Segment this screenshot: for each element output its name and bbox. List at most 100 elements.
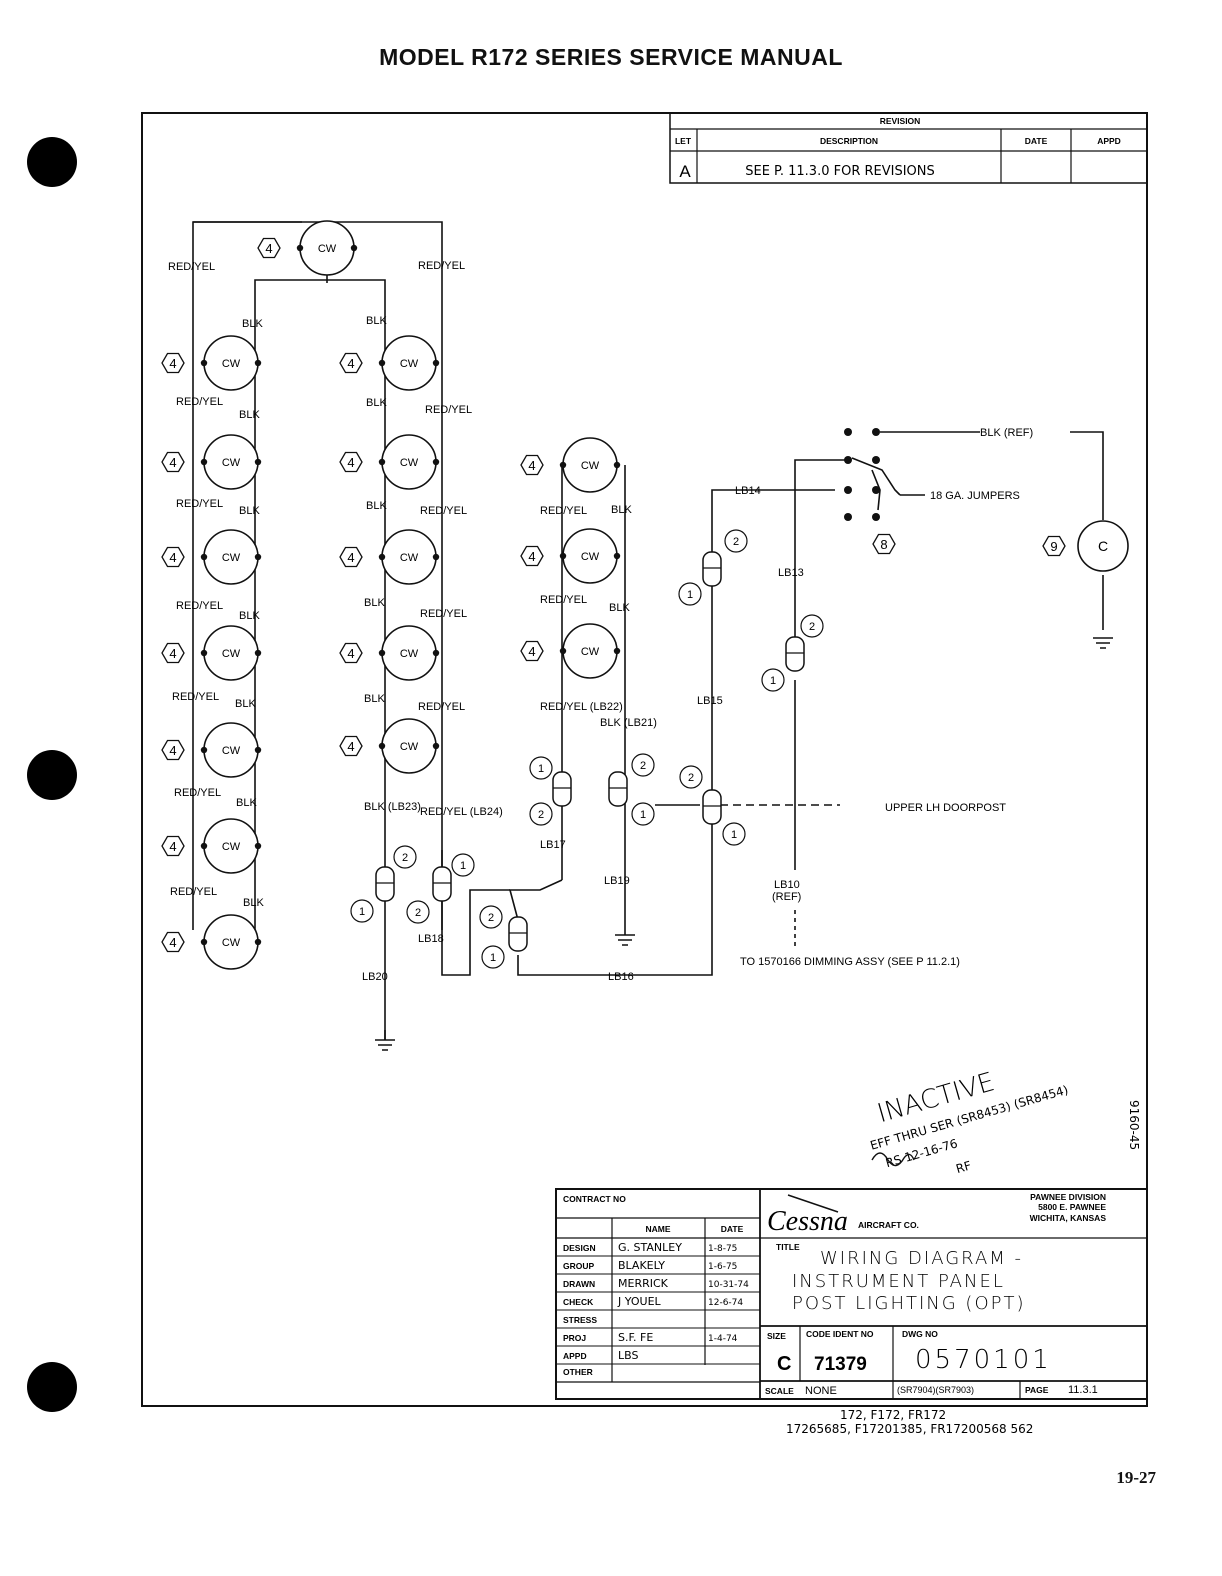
tb-scale: NONE — [805, 1385, 837, 1397]
motor-symbol: C — [1098, 538, 1108, 554]
callout-number: 1 — [731, 829, 737, 841]
splice-connector — [375, 866, 395, 902]
tb-role: DESIGN — [563, 1243, 596, 1253]
callout-number: 2 — [809, 621, 815, 633]
callout-circle — [529, 756, 553, 780]
label-redyel-top-right: RED/YEL — [418, 260, 465, 272]
lamp-terminal — [432, 649, 440, 657]
stamp-initials: RF — [954, 1158, 973, 1176]
tb-date: 1-8-75 — [708, 1244, 737, 1254]
tb-name: MERRICK — [618, 1277, 669, 1290]
callout-2: 2 — [800, 614, 824, 638]
label-redyel: RED/YEL — [170, 886, 217, 898]
lamp-symbol: CW — [222, 552, 241, 564]
tb-name: S.F. FE — [618, 1331, 653, 1344]
lamp-terminal — [378, 359, 386, 367]
splice-body — [508, 916, 528, 952]
splice-connector — [608, 771, 628, 807]
inactive-stamp: INACTIVE EFF THRU SER (SR8453) (SR8454) … — [869, 1067, 1070, 1176]
effectivity-serials: 17265685, F17201385, FR17200568 562 — [786, 1422, 1033, 1436]
tb-title-line2: INSTRUMENT PANEL — [792, 1271, 1005, 1292]
item-4-callout — [161, 835, 185, 857]
lamp-terminal — [200, 359, 208, 367]
callout-circle — [800, 614, 824, 638]
callout-number: 1 — [770, 675, 776, 687]
label-redyel: RED/YEL — [176, 396, 223, 408]
callout-1: 1 — [350, 899, 374, 923]
lamp-symbol: CW — [222, 457, 241, 469]
label-blk: BLK — [366, 397, 387, 409]
lamp: CW4 — [161, 818, 262, 874]
callout-number: 1 — [640, 809, 646, 821]
tb-title-line1: WIRING DIAGRAM - — [820, 1248, 1023, 1269]
label-blk: BLK — [364, 693, 385, 705]
tb-sr-refs: (SR7904)(SR7903) — [897, 1385, 974, 1395]
tb-name: BLAKELY — [618, 1259, 665, 1272]
item-4-label: 4 — [347, 550, 354, 565]
lamp-terminal — [559, 552, 567, 560]
splice-connector — [785, 636, 805, 672]
lamp: CW4 — [161, 529, 262, 585]
label-blk: BLK — [611, 504, 632, 516]
label-blk: BLK — [242, 318, 263, 330]
item-4-label: 4 — [347, 739, 354, 754]
lamp-terminal — [254, 842, 262, 850]
lamp-terminal — [378, 458, 386, 466]
callout-1: 1 — [481, 945, 505, 969]
rev-row-description: SEE P. 11.3.0 FOR REVISIONS — [745, 164, 935, 179]
label-blk-ref: BLK (REF) — [980, 427, 1033, 439]
label-lb10: LB10 — [774, 879, 800, 891]
lamp-terminal — [254, 553, 262, 561]
lamp-terminal — [254, 938, 262, 946]
label-lb18: LB18 — [418, 933, 444, 945]
item-4-callout — [161, 451, 185, 473]
lamp-terminal — [200, 842, 208, 850]
item-4-label: 4 — [169, 356, 176, 371]
item-4-callout — [161, 352, 185, 374]
splice-body — [432, 866, 452, 902]
item-4-label: 4 — [528, 549, 535, 564]
effectivity-models: 172, F172, FR172 — [840, 1408, 946, 1422]
lamp: CW4 — [161, 625, 262, 681]
ground-symbols — [375, 637, 1113, 1051]
lamp-terminal — [559, 461, 567, 469]
tb-role: CHECK — [563, 1297, 594, 1307]
lamp: CW4 — [257, 220, 358, 276]
binder-hole-top — [27, 137, 77, 187]
item-4-label: 4 — [169, 743, 176, 758]
lamp-terminal — [378, 553, 386, 561]
label-redyel: RED/YEL — [420, 505, 467, 517]
tb-scale-label: SCALE — [765, 1386, 794, 1396]
lamp: CW4 — [520, 437, 621, 493]
tb-role: GROUP — [563, 1261, 595, 1271]
item-4-label: 4 — [347, 646, 354, 661]
tb-role: DRAWN — [563, 1279, 595, 1289]
item-4-label: 4 — [169, 455, 176, 470]
label-lb19: LB19 — [604, 875, 630, 887]
item-4-callout — [257, 237, 281, 259]
tb-title-line3: POST LIGHTING (OPT) — [792, 1293, 1026, 1314]
lamp-terminal — [432, 359, 440, 367]
rev-col-let: LET — [675, 136, 692, 146]
item-4-label: 4 — [347, 356, 354, 371]
splice-group — [375, 551, 805, 952]
callout-2: 2 — [631, 753, 655, 777]
callout-2: 2 — [679, 765, 703, 789]
callout-number: 2 — [688, 772, 694, 784]
callout-circle — [481, 945, 505, 969]
label-upper-lh-doorpost: UPPER LH DOORPOST — [885, 802, 1006, 814]
label-redyel: RED/YEL — [540, 505, 587, 517]
lamp-terminal — [200, 553, 208, 561]
tb-name: J YOUEL — [617, 1295, 662, 1308]
callout-number: 2 — [640, 760, 646, 772]
item-4-label: 4 — [169, 646, 176, 661]
item-4-callout — [339, 451, 363, 473]
tb-division: PAWNEE DIVISION — [1030, 1192, 1106, 1202]
item-4-callout — [339, 546, 363, 568]
stamp-side-number: 9160-45 — [1127, 1100, 1141, 1150]
lamp: CW4 — [339, 529, 440, 585]
splice-connector — [702, 789, 722, 825]
tb-dwg-no: 0570101 — [915, 1345, 1052, 1375]
revision-block — [669, 112, 1148, 184]
